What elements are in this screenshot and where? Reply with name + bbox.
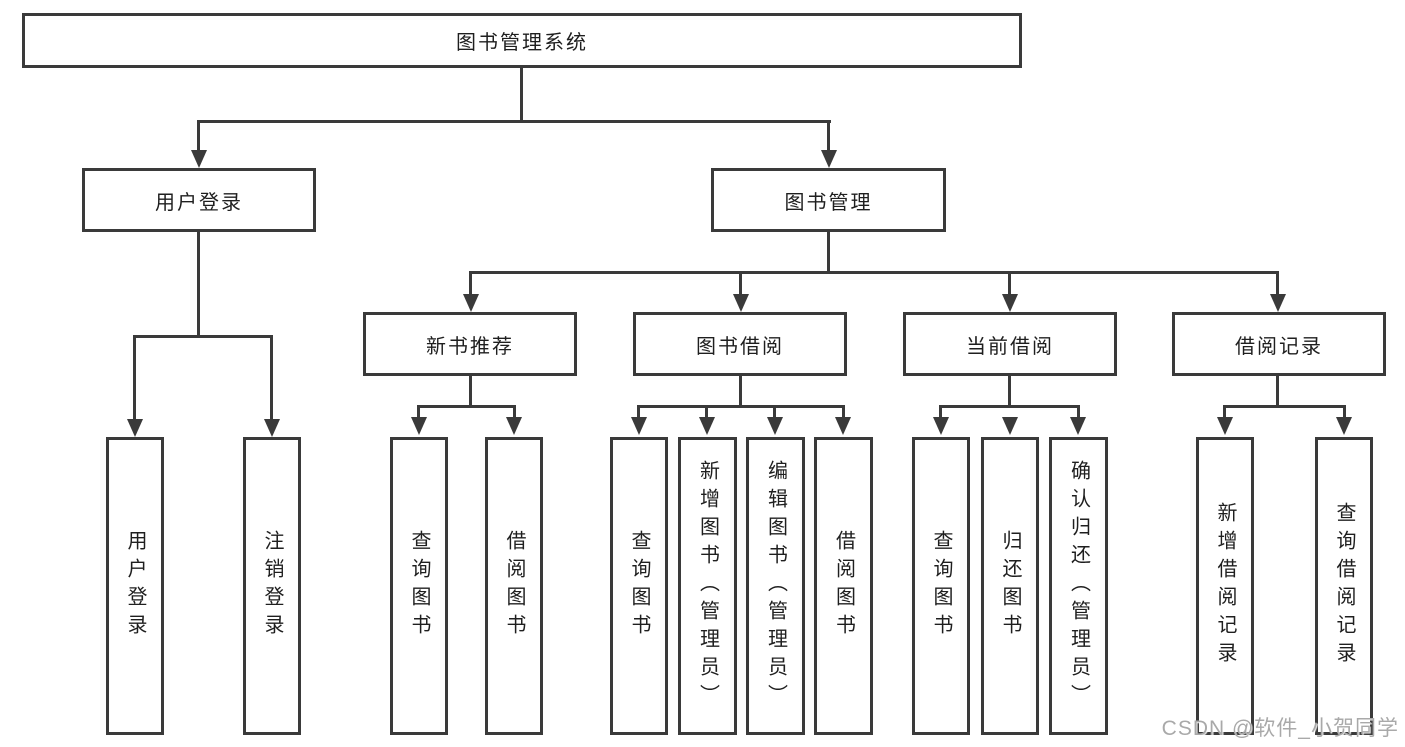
node-current-borrow: 当前借阅	[903, 312, 1117, 376]
connector-line	[637, 405, 640, 421]
arrow-down-icon	[1217, 417, 1233, 435]
connector-line	[197, 120, 200, 153]
arrow-down-icon	[506, 417, 522, 435]
connector-line	[827, 231, 830, 274]
node-book-borrow: 图书借阅	[633, 312, 847, 376]
leaf-book-borrow-borrow: 借阅图书	[814, 437, 873, 735]
connector-line	[133, 335, 273, 338]
arrow-down-icon	[933, 417, 949, 435]
connector-line	[417, 405, 516, 408]
connector-line	[939, 405, 1080, 408]
arrow-down-icon	[631, 417, 647, 435]
leaf-borrow-records-add: 新增借阅记录	[1196, 437, 1254, 735]
leaf-user-login-logout: 注销登录	[243, 437, 301, 735]
connector-line	[1223, 405, 1346, 408]
node-borrow-records: 借阅记录	[1172, 312, 1386, 376]
arrow-down-icon	[127, 419, 143, 437]
connector-line	[197, 120, 831, 123]
connector-line	[469, 271, 472, 296]
connector-line	[133, 335, 136, 419]
arrow-down-icon	[1002, 417, 1018, 435]
leaf-current-borrow-query: 查询图书	[912, 437, 970, 735]
connector-line	[1077, 405, 1080, 421]
arrow-down-icon	[1002, 294, 1018, 312]
node-root: 图书管理系统	[22, 13, 1022, 68]
connector-line	[773, 405, 776, 421]
node-user-login: 用户登录	[82, 168, 316, 232]
connector-line	[270, 335, 273, 419]
leaf-book-borrow-edit: 编辑图书（管理员）	[746, 437, 805, 735]
arrow-down-icon	[463, 294, 479, 312]
connector-line	[1008, 375, 1011, 408]
connector-line	[739, 375, 742, 408]
connector-line	[637, 405, 845, 408]
arrow-down-icon	[835, 417, 851, 435]
connector-line	[417, 405, 420, 421]
csdn-watermark: CSDN @软件_小贺同学	[1161, 717, 1399, 740]
arrow-down-icon	[1270, 294, 1286, 312]
connector-line	[827, 120, 830, 153]
arrow-down-icon	[264, 419, 280, 437]
arrow-down-icon	[1070, 417, 1086, 435]
arrow-down-icon	[1336, 417, 1352, 435]
leaf-new-books-query: 查询图书	[390, 437, 448, 735]
connector-line	[1343, 405, 1346, 421]
connector-line	[469, 271, 1279, 274]
leaf-current-borrow-return: 归还图书	[981, 437, 1039, 735]
connector-line	[842, 405, 845, 421]
arrow-down-icon	[411, 417, 427, 435]
connector-line	[1223, 405, 1226, 421]
connector-line	[1276, 271, 1279, 296]
connector-line	[469, 375, 472, 408]
arrow-down-icon	[699, 417, 715, 435]
node-new-books: 新书推荐	[363, 312, 577, 376]
connector-line	[1276, 375, 1279, 408]
leaf-borrow-records-query: 查询借阅记录	[1315, 437, 1373, 735]
leaf-user-login-login: 用户登录	[106, 437, 164, 735]
connector-line	[513, 405, 516, 421]
connector-line	[705, 405, 708, 421]
leaf-book-borrow-query: 查询图书	[610, 437, 668, 735]
connector-line	[1008, 271, 1011, 296]
arrow-down-icon	[191, 150, 207, 168]
connector-line	[939, 405, 942, 421]
leaf-new-books-borrow: 借阅图书	[485, 437, 543, 735]
arrow-down-icon	[821, 150, 837, 168]
leaf-current-borrow-confirm: 确认归还（管理员）	[1049, 437, 1108, 735]
connector-line	[197, 231, 200, 338]
connector-line	[739, 271, 742, 296]
connector-line	[520, 67, 523, 123]
arrow-down-icon	[733, 294, 749, 312]
arrow-down-icon	[767, 417, 783, 435]
leaf-book-borrow-add: 新增图书（管理员）	[678, 437, 737, 735]
node-book-mgmt: 图书管理	[711, 168, 946, 232]
